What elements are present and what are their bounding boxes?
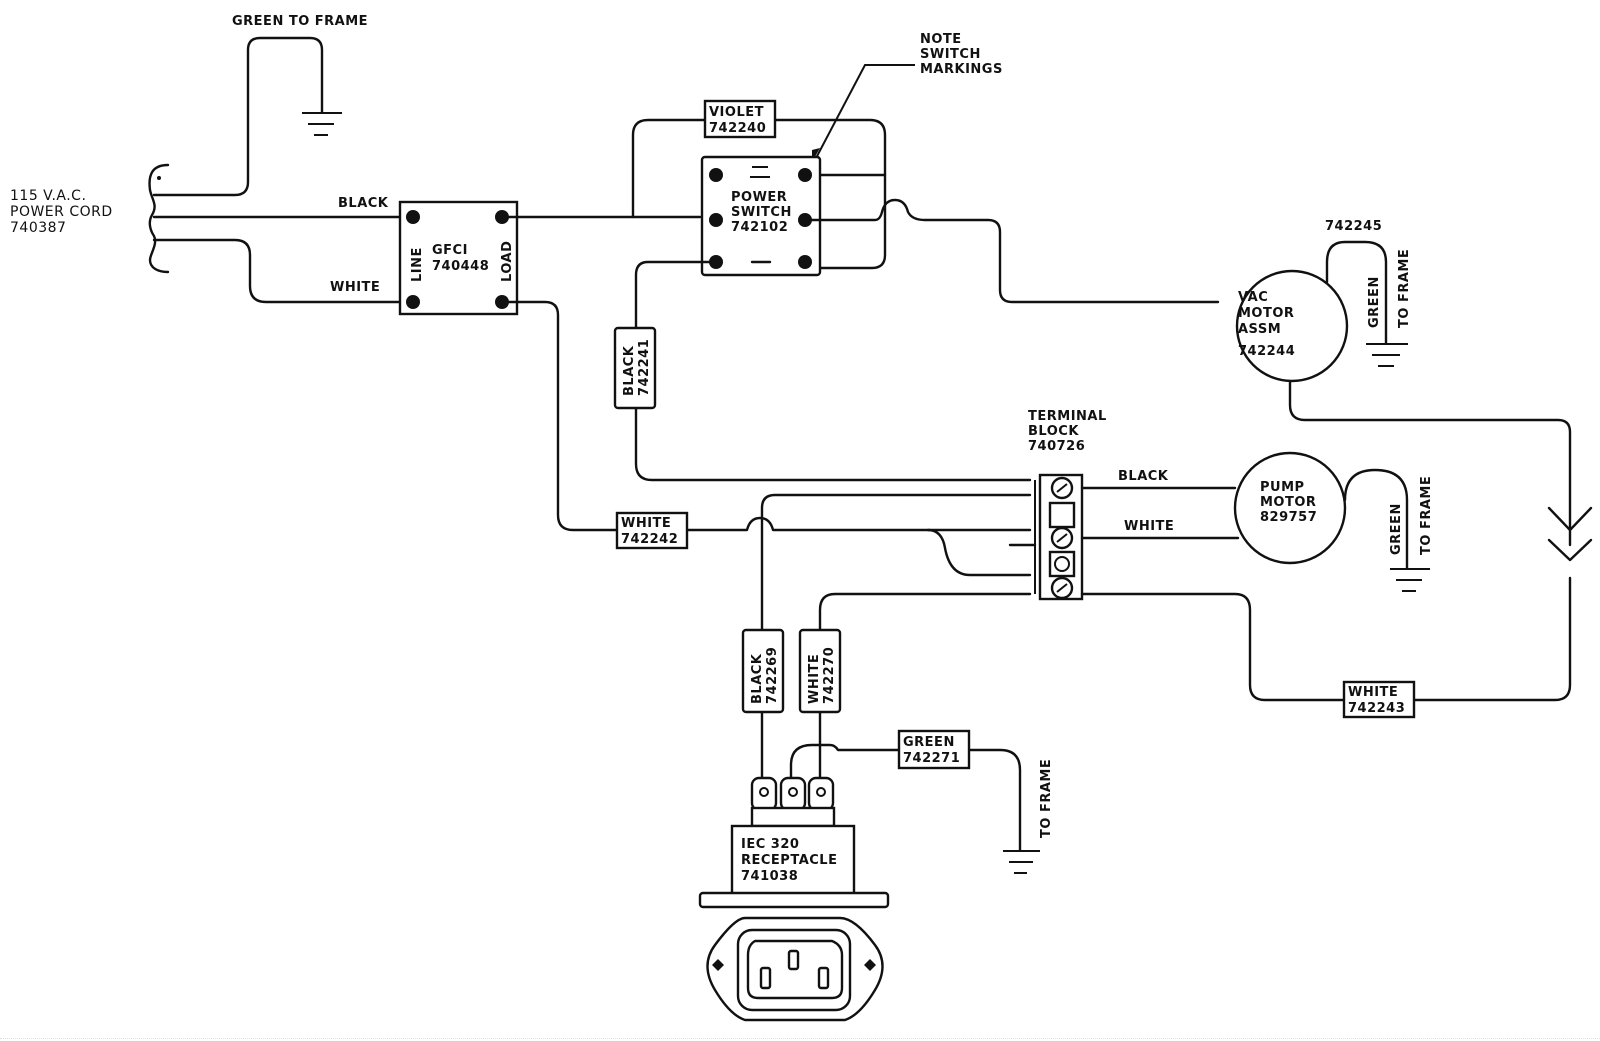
cord-ground-label: GREEN TO FRAME bbox=[232, 14, 368, 29]
pump-motor: BLACK WHITE PUMP MOTOR 829757 GREEN TO F… bbox=[1080, 451, 1434, 592]
pump-black-label: BLACK bbox=[1118, 469, 1169, 484]
black-main-label: BLACK bbox=[338, 196, 389, 211]
vac-motor: VAC MOTOR ASSM 742244 742245 GREEN TO FR… bbox=[1235, 219, 1412, 383]
black-wire-2-part: 742269 bbox=[765, 647, 780, 704]
white-main-wire bbox=[152, 238, 415, 304]
terminal-block-label-1: TERMINAL bbox=[1028, 409, 1107, 424]
gfci-line-label: LINE bbox=[410, 247, 425, 282]
violet-wire-part: 742240 bbox=[709, 121, 766, 136]
gfci-load-label: LOAD bbox=[500, 241, 515, 282]
white-wire-2-color: WHITE bbox=[807, 654, 822, 704]
vac-motor-label-1: VAC bbox=[1238, 290, 1268, 305]
white-wire-3-part: 742243 bbox=[1348, 701, 1405, 716]
page-bottom-divider bbox=[0, 1038, 1600, 1039]
iec-receptacle: IEC 320 RECEPTACLE 741038 bbox=[698, 776, 890, 1022]
black-wire-742241: BLACK 742241 bbox=[613, 260, 1032, 482]
receptacle-face bbox=[706, 916, 884, 1022]
white-main-label: WHITE bbox=[330, 280, 380, 295]
power-cord: 115 V.A.C. POWER CORD 740387 bbox=[10, 163, 170, 274]
vac-ground-frame: TO FRAME bbox=[1397, 249, 1412, 328]
pump-white-label: WHITE bbox=[1124, 519, 1174, 534]
black-wire-1-part: 742241 bbox=[637, 339, 652, 396]
green-wire-color: GREEN bbox=[903, 735, 955, 750]
violet-wire-color: VIOLET bbox=[709, 105, 764, 120]
black-wire-742269: BLACK 742269 bbox=[741, 493, 1032, 787]
black-wire-2-color: BLACK bbox=[750, 653, 765, 704]
switch-note: NOTE SWITCH MARKINGS bbox=[812, 32, 1003, 162]
white-wire-3-color: WHITE bbox=[1348, 685, 1398, 700]
terminal-block: TERMINAL BLOCK 740726 bbox=[1008, 409, 1107, 601]
gfci-device: GFCI 740448 LINE LOAD bbox=[398, 200, 519, 316]
power-cord-label-1: 115 V.A.C. bbox=[10, 188, 86, 204]
receptacle-label-1: IEC 320 bbox=[741, 837, 799, 852]
pump-ground-frame: TO FRAME bbox=[1419, 476, 1434, 555]
vac-ground-green: GREEN bbox=[1367, 276, 1382, 328]
receptacle-label-2: RECEPTACLE bbox=[741, 853, 837, 868]
green-wire-part: 742271 bbox=[903, 751, 960, 766]
switch-label-1: POWER bbox=[731, 190, 787, 205]
pump-ground-green: GREEN bbox=[1389, 503, 1404, 555]
white-wire-742243: WHITE 742243 bbox=[1080, 373, 1593, 719]
white-wire-1-part: 742242 bbox=[621, 532, 678, 547]
vac-motor-part: 742244 bbox=[1238, 344, 1295, 359]
white-wire-742242: WHITE 742242 bbox=[500, 300, 1032, 577]
gfci-name: GFCI bbox=[432, 243, 468, 258]
vac-ground-part: 742245 bbox=[1325, 219, 1382, 234]
receptacle-part: 741038 bbox=[741, 869, 798, 884]
vac-motor-label-3: ASSM bbox=[1238, 322, 1281, 337]
note-line-3: MARKINGS bbox=[920, 62, 1003, 77]
switch-part: 742102 bbox=[731, 220, 788, 235]
switch-to-vac-wire bbox=[803, 198, 1220, 304]
white-wire-2-part: 742270 bbox=[822, 647, 837, 704]
note-line-2: SWITCH bbox=[920, 47, 981, 62]
black-wire-1-color: BLACK bbox=[622, 345, 637, 396]
power-cord-part: 740387 bbox=[10, 220, 66, 236]
gfci-part: 740448 bbox=[432, 259, 489, 274]
pump-motor-label-1: PUMP bbox=[1260, 480, 1305, 495]
power-cord-label-2: POWER CORD bbox=[10, 204, 113, 220]
green-to-frame-label: TO FRAME bbox=[1039, 759, 1054, 838]
power-switch: POWER SWITCH 742102 bbox=[700, 155, 822, 277]
white-wire-1-color: WHITE bbox=[621, 516, 671, 531]
vac-motor-label-2: MOTOR bbox=[1238, 306, 1294, 321]
note-line-1: NOTE bbox=[920, 32, 962, 47]
pump-motor-part: 829757 bbox=[1260, 510, 1317, 525]
cord-ground-wire: GREEN TO FRAME bbox=[152, 14, 368, 197]
terminal-block-part: 740726 bbox=[1028, 439, 1085, 454]
switch-label-2: SWITCH bbox=[731, 205, 792, 220]
white-wire-742270: WHITE 742270 bbox=[798, 592, 1032, 787]
violet-wire: VIOLET 742240 bbox=[631, 99, 887, 270]
green-wire-742271: GREEN 742271 TO FRAME bbox=[789, 729, 1054, 874]
terminal-block-label-2: BLOCK bbox=[1028, 424, 1079, 439]
pump-motor-label-2: MOTOR bbox=[1260, 495, 1316, 510]
